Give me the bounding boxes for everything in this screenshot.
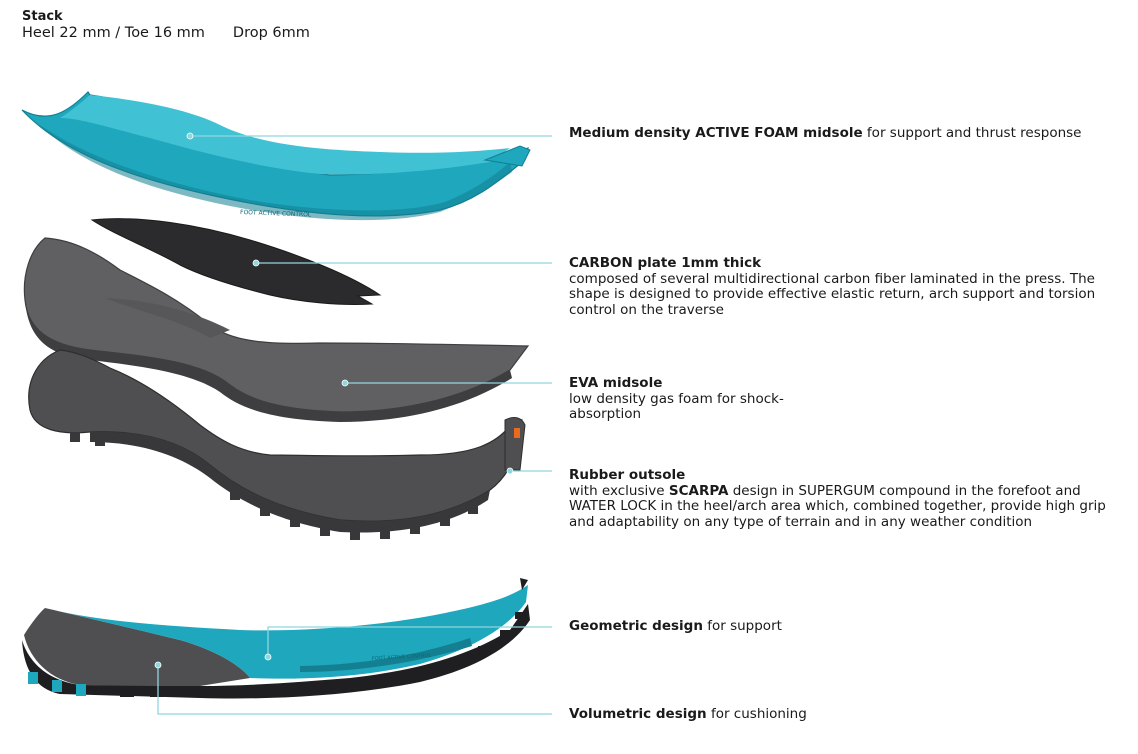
eva-midsole xyxy=(23,237,530,422)
outsole-lugs xyxy=(70,432,478,540)
label-active-foam: Medium density ACTIVE FOAM midsole for s… xyxy=(569,125,1109,142)
label-carbon-plate: CARBON plate 1mm thick composed of sever… xyxy=(569,255,1109,318)
label-rubber-outsole: Rubber outsole with exclusive SCARPA des… xyxy=(569,467,1109,530)
leader-dots xyxy=(154,132,514,669)
outsole-logo xyxy=(514,428,520,438)
carbon-plate-shape xyxy=(90,218,382,306)
rubber-outsole xyxy=(28,349,526,540)
midsole-print: FOOT ACTIVE CONTROL xyxy=(240,209,312,219)
label-eva-midsole-title: EVA midsole xyxy=(569,375,663,391)
label-carbon-plate-title: CARBON plate 1mm thick xyxy=(569,255,762,271)
label-carbon-plate-body: composed of several multidirectional car… xyxy=(569,270,1096,318)
label-eva-midsole: EVA midsole low density gas foam for sho… xyxy=(569,375,799,423)
eva-midsole-shape xyxy=(23,237,530,413)
midsole-top-surface xyxy=(60,95,510,175)
heel-toe-value: Heel 22 mm / Toe 16 mm xyxy=(22,25,205,41)
sole-side-view: FOOT ACTIVE CONTROL xyxy=(22,578,530,699)
side-volumetric xyxy=(24,608,250,686)
active-foam-midsole: FOOT ACTIVE CONTROL xyxy=(21,91,531,221)
stack-specs: Stack Heel 22 mm / Toe 16 mm Drop 6mm xyxy=(22,8,310,42)
carbon-plate xyxy=(90,218,382,306)
label-eva-midsole-body: low density gas foam for shock-absorptio… xyxy=(569,390,784,422)
stack-values: Heel 22 mm / Toe 16 mm Drop 6mm xyxy=(22,25,310,42)
label-rubber-outsole-body-post: design in SUPERGUM compound in the foref… xyxy=(569,482,1106,530)
label-volumetric-design-title: Volumetric design xyxy=(569,706,707,722)
midsole-side-band xyxy=(40,125,512,221)
label-geometric-design: Geometric design for support xyxy=(569,618,1109,635)
label-volumetric-design-rest: for cushioning xyxy=(706,706,807,722)
label-rubber-outsole-brand: SCARPA xyxy=(668,482,729,499)
label-rubber-outsole-body-pre: with exclusive xyxy=(569,482,669,499)
side-rubber-base xyxy=(22,604,530,699)
label-volumetric-design: Volumetric design for cushioning xyxy=(569,706,1109,723)
label-rubber-outsole-title: Rubber outsole xyxy=(569,467,686,483)
label-active-foam-title: Medium density ACTIVE FOAM midsole xyxy=(569,125,863,141)
side-lugs xyxy=(120,612,525,697)
drop-value: Drop 6mm xyxy=(232,25,310,41)
stack-heading: Stack xyxy=(22,9,63,24)
side-print: FOOT ACTIVE CONTROL xyxy=(372,653,432,662)
label-geometric-design-rest: for support xyxy=(702,618,782,634)
label-active-foam-rest: for support and thrust response xyxy=(862,125,1082,141)
leader-lines xyxy=(157,135,552,715)
label-geometric-design-title: Geometric design xyxy=(569,618,703,634)
eva-midsole-side xyxy=(25,300,512,422)
